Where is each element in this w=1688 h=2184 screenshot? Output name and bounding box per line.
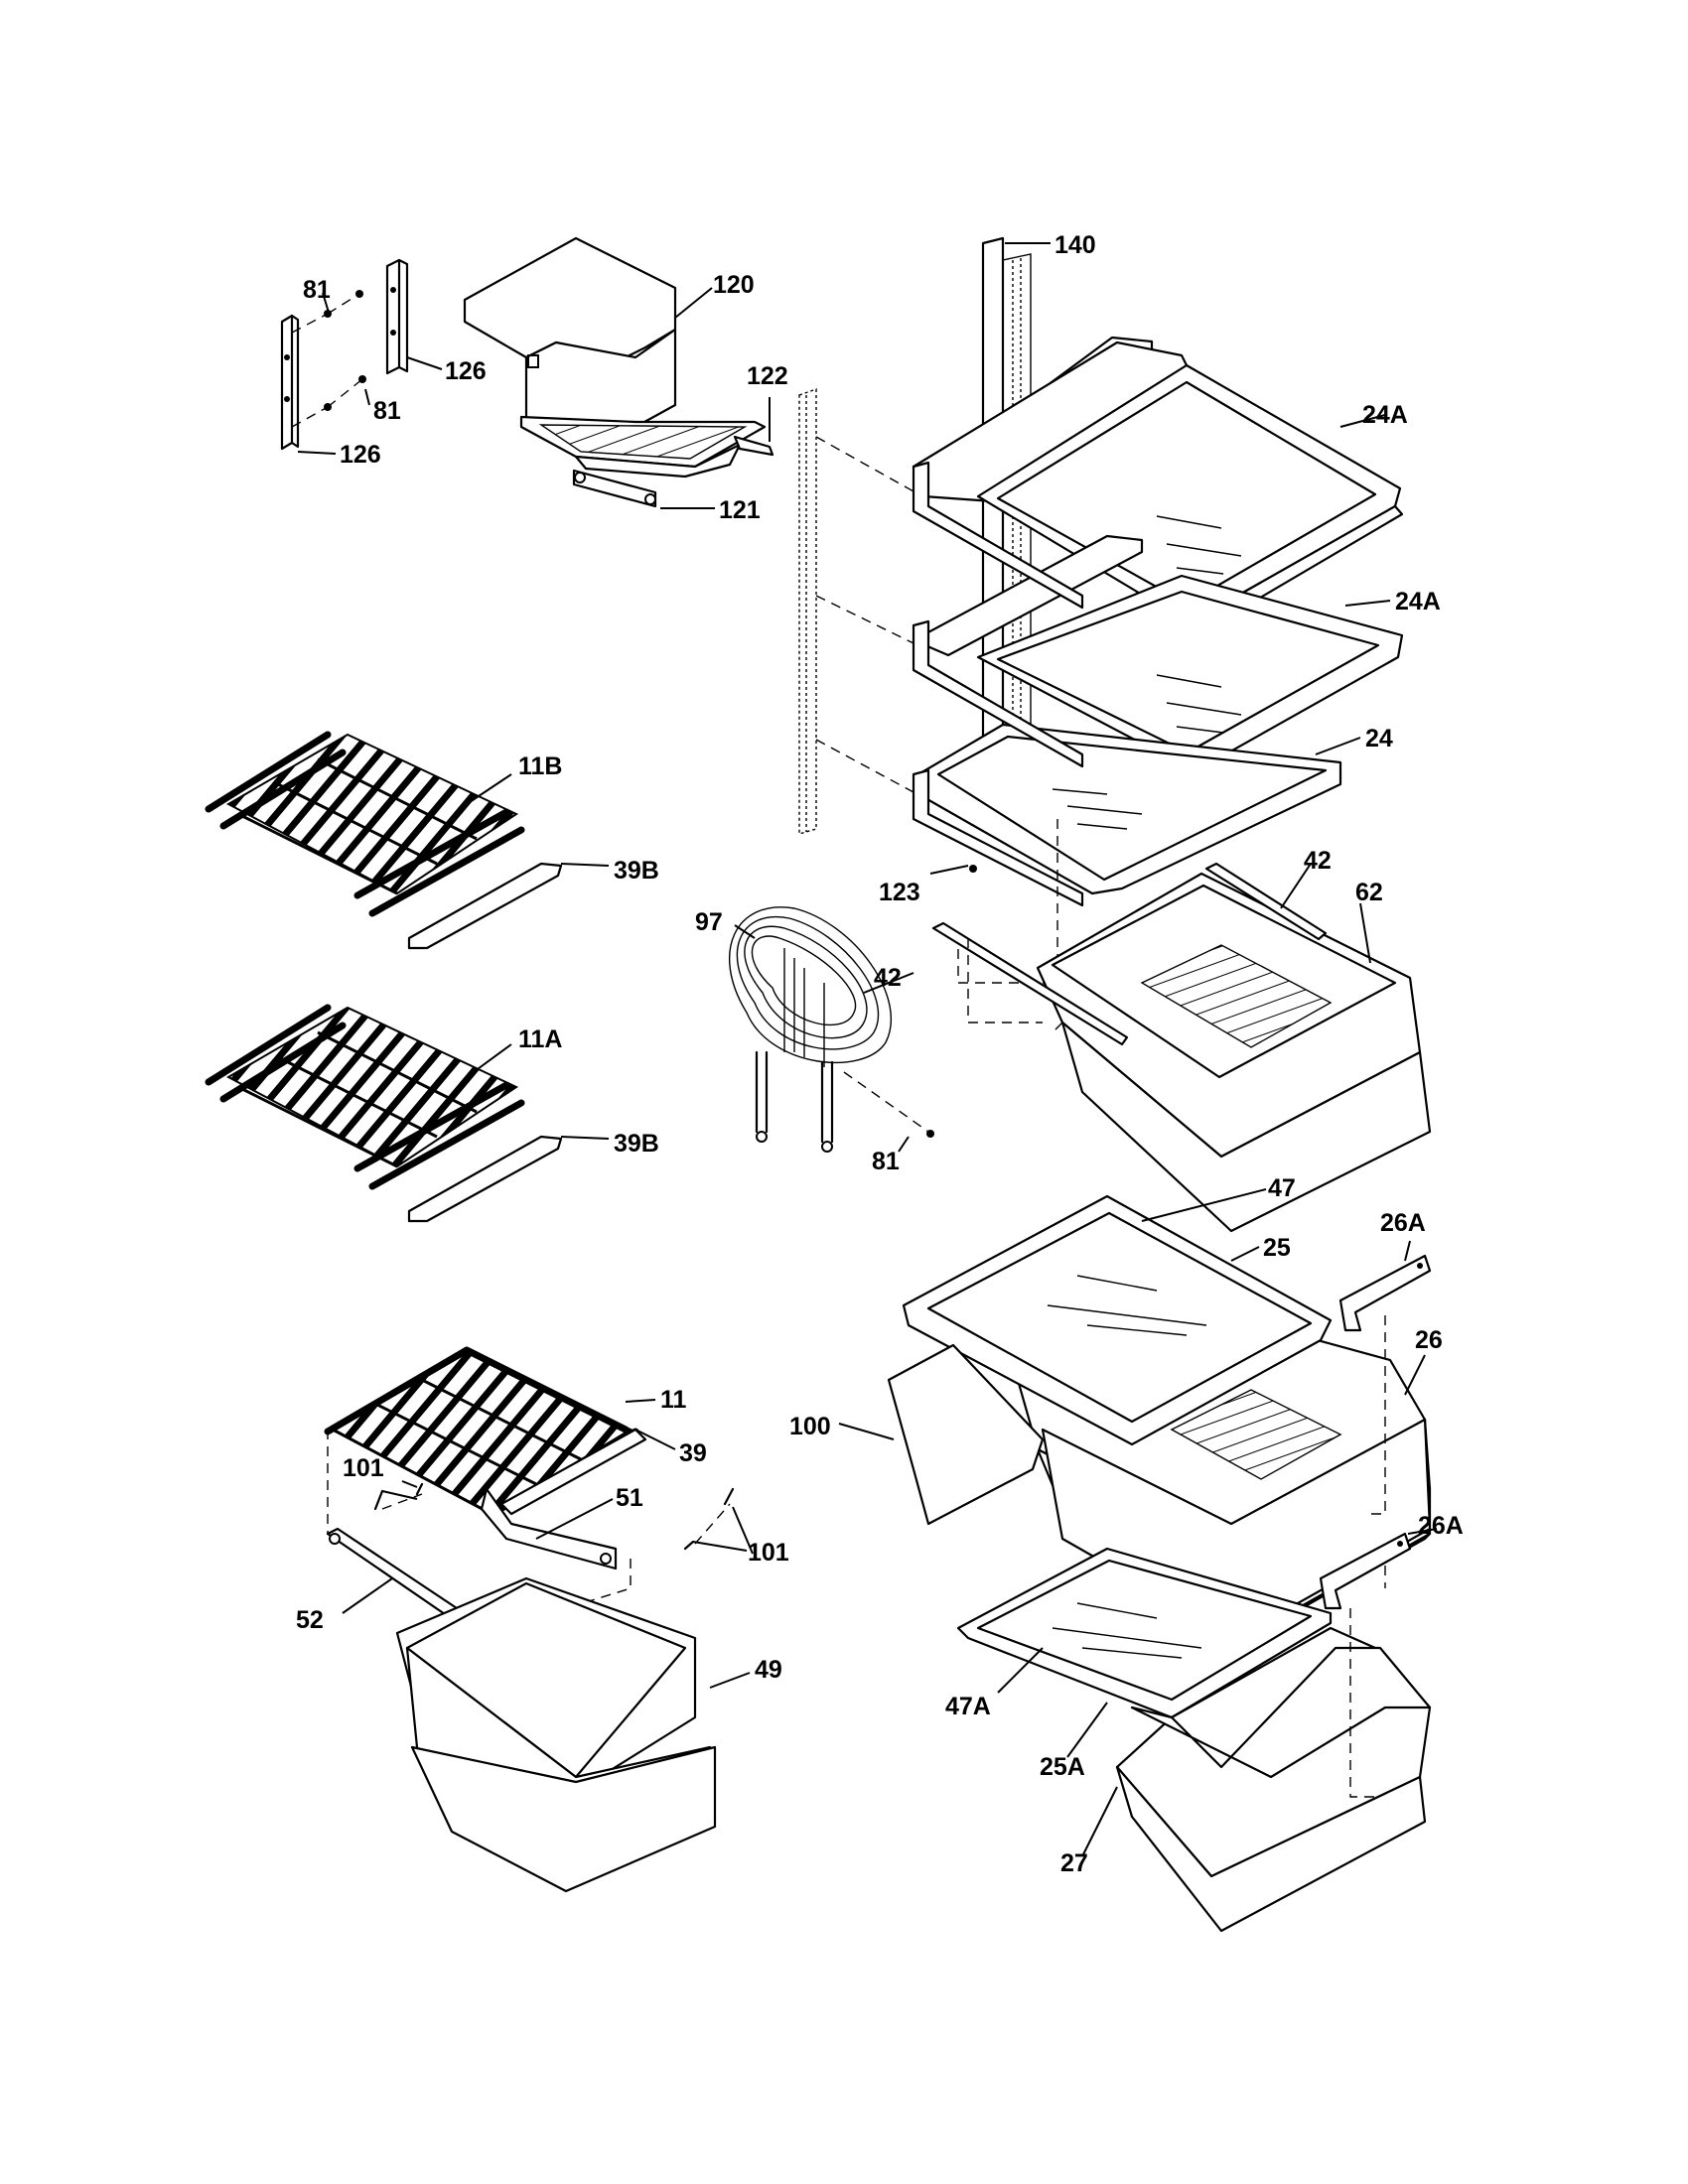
glass-cover-25A [956,1547,1333,1719]
callout-101-right: 101 [748,1539,789,1567]
shelf-24 [916,723,1342,895]
strip-39 [499,1428,647,1516]
callout-81-coil: 81 [872,1148,900,1175]
callout-126-top: 126 [445,357,487,385]
callout-121: 121 [719,496,761,524]
callout-25: 25 [1263,1234,1291,1262]
callout-101-left: 101 [343,1454,384,1482]
callout-11A: 11A [518,1025,562,1053]
screws-101 [373,1482,735,1551]
callout-24: 24 [1365,725,1393,752]
callout-39: 39 [679,1439,707,1467]
bracket-51 [480,1487,618,1570]
screws-81-top [291,290,366,428]
callout-39B-bottom: 39B [614,1130,659,1158]
callout-62: 62 [1355,879,1383,906]
callout-26A-top: 26A [1380,1209,1426,1237]
wire-shelf-11 [324,1346,639,1518]
guide-lines-crisper-27 [1349,1608,1380,1798]
clip-26A-bottom [1319,1532,1412,1610]
rail-42-left [931,921,1129,1046]
water-coil-97 [729,906,934,1153]
screw-123 [969,865,977,873]
callout-27: 27 [1060,1849,1088,1877]
part-labels: 140 120 81 126 122 81 126 121 24A 24A 24… [296,231,1464,1877]
callout-42-top: 42 [1304,847,1332,875]
callout-24A-top: 24A [1362,401,1408,429]
bracket-122 [733,435,774,457]
callout-100: 100 [789,1413,831,1440]
callout-11B: 11B [518,752,562,780]
clip-26A-top [1338,1254,1432,1332]
callout-123: 123 [879,879,920,906]
crisper-27 [1115,1626,1432,1933]
rail-121 [572,469,657,508]
divider-100 [887,1343,1045,1526]
strip-39B-top [407,862,563,950]
callout-26: 26 [1415,1326,1443,1354]
bracket-126-right [385,258,409,375]
callout-52: 52 [296,1606,324,1634]
callout-140: 140 [1055,231,1096,259]
leader-lines [297,242,1438,1857]
bracket-126-left [280,314,300,451]
callout-47: 47 [1268,1174,1296,1202]
rail-left-dotted [798,388,817,835]
callout-47A: 47A [945,1693,991,1720]
rail-42-right [1204,862,1328,941]
callout-26A-bottom: 26A [1418,1512,1464,1540]
callout-81-top: 81 [303,276,331,304]
bin-49 [395,1576,717,1893]
crisper-pan-62 [1036,872,1432,1233]
guide-lines-shelves [815,436,1058,984]
callout-39B-top: 39B [614,857,659,885]
callout-126-bottom: 126 [340,441,381,469]
wire-shelf-11B [205,731,525,917]
guide-lines-pan [967,938,1063,1033]
callout-49: 49 [755,1656,782,1684]
callout-81-middle: 81 [373,397,401,425]
glass-cover-25 [902,1194,1333,1446]
ice-dispenser-shelf-120 [463,236,767,478]
guide-lines-bin [327,1430,731,1634]
shelf-24A-middle [912,534,1404,766]
callout-24A-middle: 24A [1395,588,1441,615]
callout-42-left: 42 [874,964,902,992]
shelf-brackets [912,461,1084,907]
strip-39B-bottom [407,1135,563,1223]
wire-shelf-11A [205,1004,525,1190]
callout-120: 120 [713,271,755,299]
callout-11: 11 [660,1386,687,1414]
callout-51: 51 [616,1484,643,1512]
callout-122: 122 [747,362,788,390]
callout-25A: 25A [1040,1753,1085,1781]
callout-97: 97 [695,908,723,936]
